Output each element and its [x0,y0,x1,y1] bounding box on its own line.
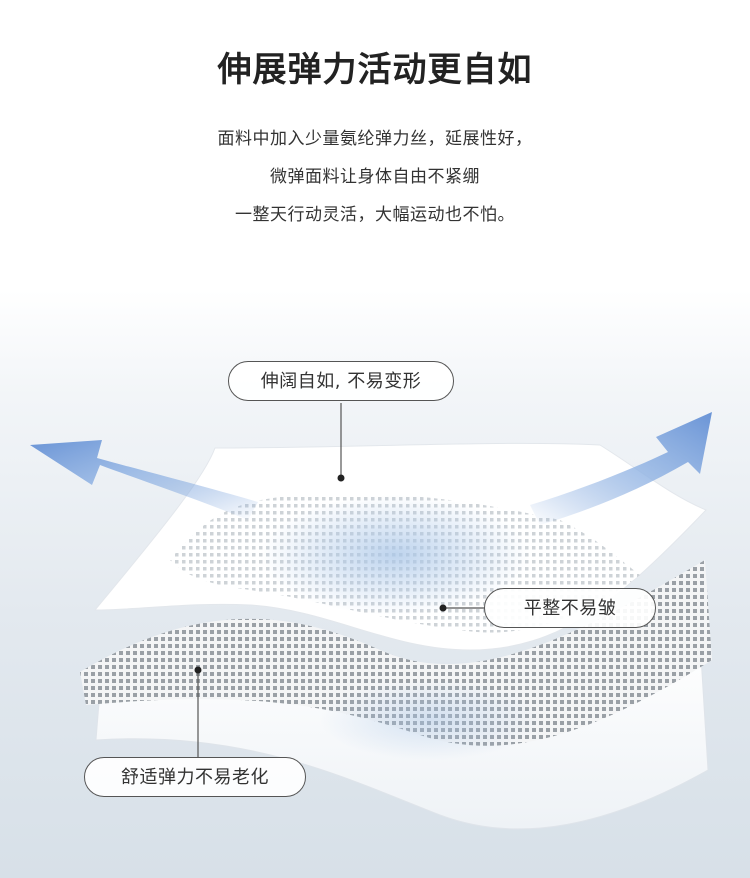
callout-top: 伸阔自如, 不易变形 [228,361,454,401]
callout-bottom: 舒适弹力不易老化 [84,757,306,797]
stretch-arrow-left-icon [30,440,258,520]
description-line-2: 微弹面料让身体自由不紧绷 [270,167,480,187]
stretch-glow [260,495,530,615]
stretch-arrow-right-icon [530,412,712,525]
callout-right: 平整不易皱 [484,588,656,628]
page-title: 伸展弹力活动更自如 [217,50,533,90]
description-line-1: 面料中加入少量氨纶弹力丝，延展性好， [217,129,533,149]
description-line-3: 一整天行动灵活，大幅运动也不怕。 [235,205,515,225]
mesh-fabric-layer [80,560,712,746]
